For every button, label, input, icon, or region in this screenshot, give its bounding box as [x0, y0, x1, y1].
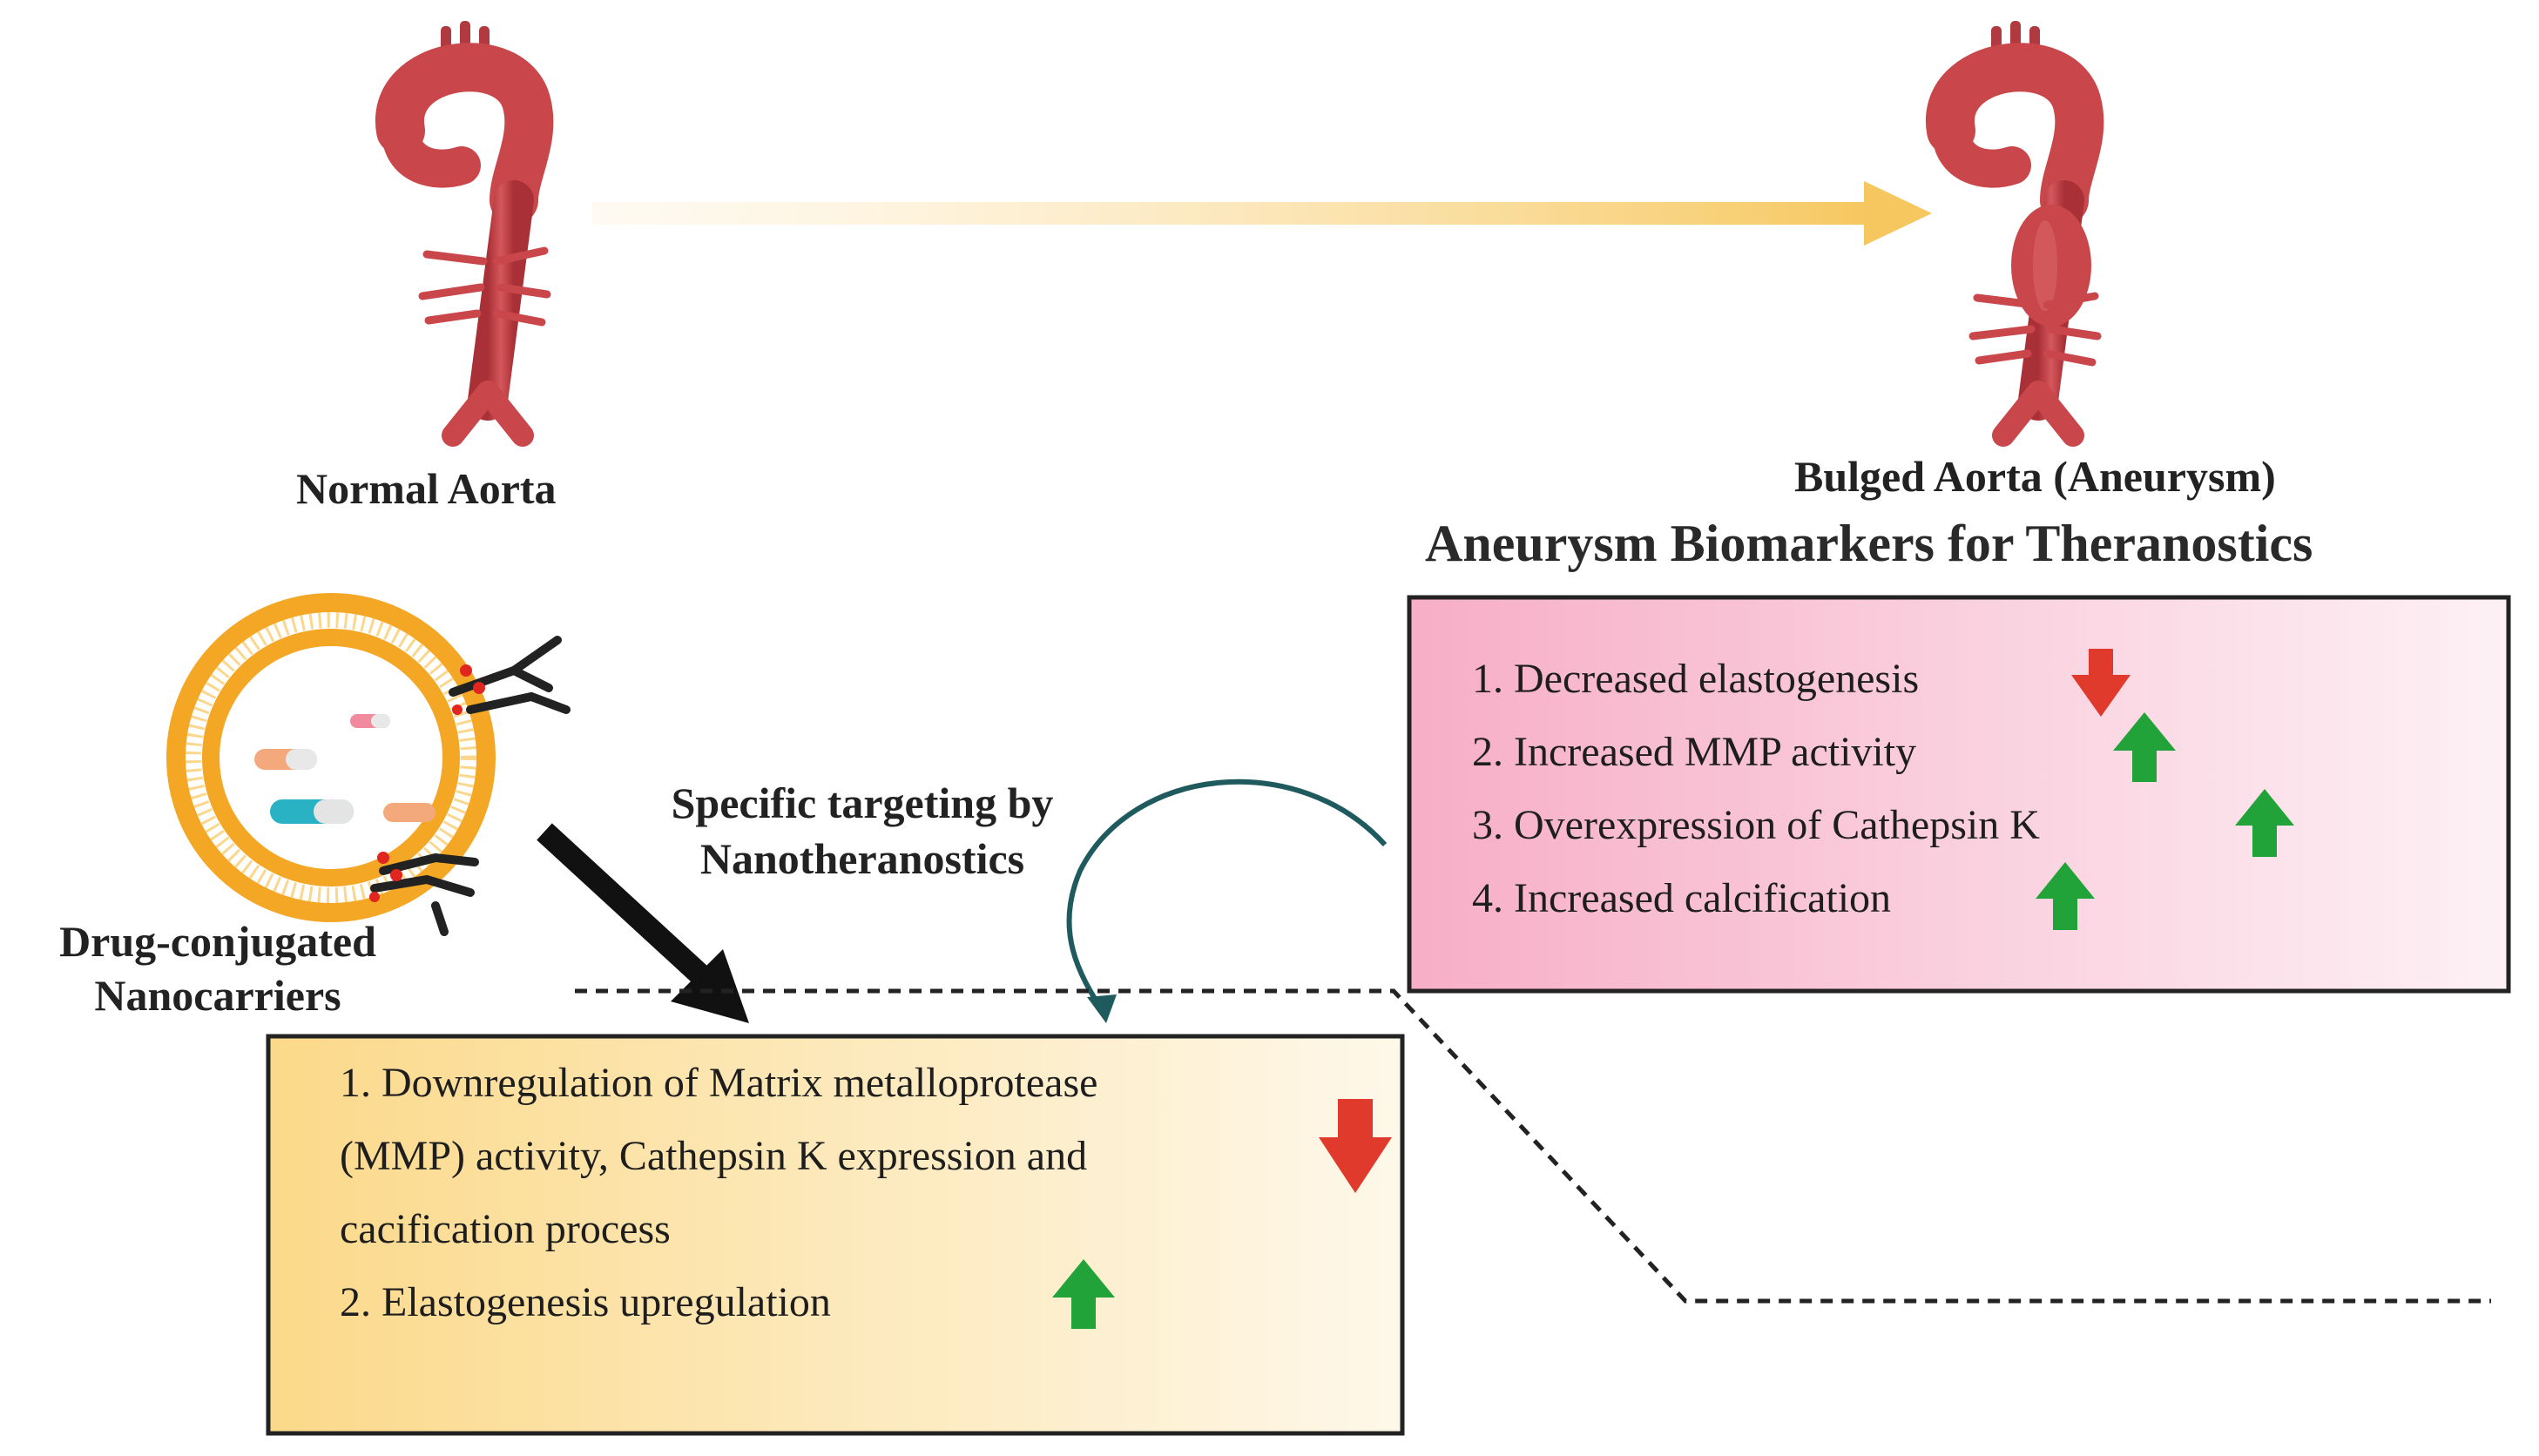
drug-capsule-icon: [254, 714, 436, 824]
trend-up-arrow: [2235, 789, 2294, 857]
biomarker-item: 1. Decreased elastogenesis: [1472, 656, 1920, 702]
trend-down-arrow: [2071, 649, 2130, 717]
trend-up-arrow: [2113, 712, 2176, 782]
biomarker-item: 4. Increased calcification: [1472, 875, 1892, 921]
progression-arrow: [592, 181, 1932, 246]
biomarker-panel-box: [1407, 595, 2511, 994]
nanocarrier-liposome-icon: [166, 593, 571, 936]
therapy-line: cacification process: [340, 1206, 671, 1252]
therapy-line: 1. Downregulation of Matrix metalloprote…: [340, 1060, 1098, 1106]
therapy-panel-box: [266, 1034, 1405, 1436]
delivery-arrow: [537, 823, 749, 1023]
biomarker-item: 2. Increased MMP activity: [1472, 729, 1917, 775]
trend-up-arrow: [2036, 862, 2095, 930]
bulged-aorta-label: Bulged Aorta (Aneurysm): [1794, 452, 2276, 501]
trend-down-arrow: [1319, 1099, 1392, 1193]
normal-aorta-label: Normal Aorta: [296, 464, 557, 513]
biomarker-panel-title: Aneurysm Biomarkers for Theranostics: [1425, 515, 2313, 572]
targeting-label: Specific targeting by Nanotheranostics: [671, 779, 1054, 883]
normal-aorta-icon: [375, 21, 554, 447]
aneurysm-aorta-icon: [1926, 21, 2104, 447]
trend-up-arrow: [1052, 1259, 1115, 1329]
antibody-icon: [370, 636, 571, 936]
therapy-line: 2. Elastogenesis upregulation: [340, 1279, 831, 1325]
therapy-line: (MMP) activity, Cathepsin K expression a…: [340, 1133, 1088, 1179]
feedback-arrow: [1066, 779, 1388, 1023]
nanocarrier-label: Drug-conjugated Nanocarriers: [59, 917, 376, 1020]
dashed-connector: [575, 988, 2491, 1304]
biomarker-item: 3. Overexpression of Cathepsin K: [1472, 802, 2040, 848]
